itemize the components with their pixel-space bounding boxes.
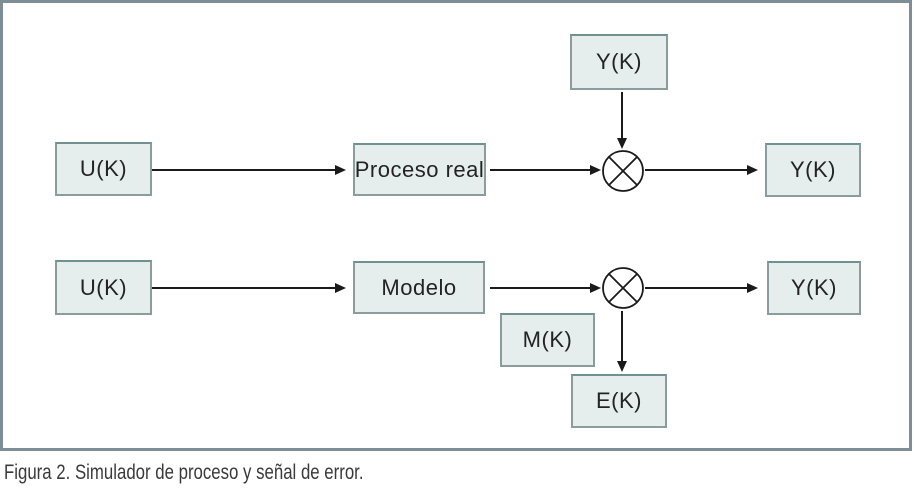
arrow-u-to-proceso — [152, 169, 335, 171]
block-modelo: Modelo — [353, 261, 485, 314]
multiply-junction-bottom-icon — [602, 267, 644, 309]
block-u-input-top: U(K) — [55, 142, 152, 196]
block-y-output-top: Y(K) — [765, 143, 861, 197]
block-proceso-real: Proceso real — [353, 143, 486, 196]
block-label: Proceso real — [354, 156, 485, 182]
figure-caption: Figura 2. Simulador de proceso y señal d… — [4, 461, 364, 484]
block-y-disturbance: Y(K) — [570, 34, 668, 90]
arrow-proceso-to-junction — [490, 169, 590, 171]
block-u-input-bottom: U(K) — [55, 260, 152, 315]
block-label: U(K) — [79, 274, 128, 300]
block-label: Y(K) — [596, 49, 642, 74]
block-y-output-bottom: Y(K) — [767, 261, 861, 315]
block-e-error: E(K) — [571, 374, 667, 428]
arrow-u-to-modelo — [152, 287, 335, 289]
block-label: Y(K) — [791, 275, 837, 300]
block-m-signal: M(K) — [500, 313, 595, 367]
arrow-modelo-to-junction — [490, 287, 590, 289]
arrow-junction-to-e — [621, 311, 623, 361]
block-label: M(K) — [522, 327, 573, 352]
block-label: E(K) — [596, 388, 642, 413]
multiply-junction-top-icon — [602, 150, 644, 192]
diagram-frame — [0, 0, 912, 451]
block-label: U(K) — [79, 156, 128, 181]
arrow-junction-to-y-top — [645, 169, 747, 171]
block-label: Y(K) — [790, 157, 836, 182]
arrow-y-into-junction-top — [621, 92, 623, 138]
block-label: Modelo — [381, 274, 457, 300]
arrow-junction-to-y-bottom — [645, 287, 747, 289]
